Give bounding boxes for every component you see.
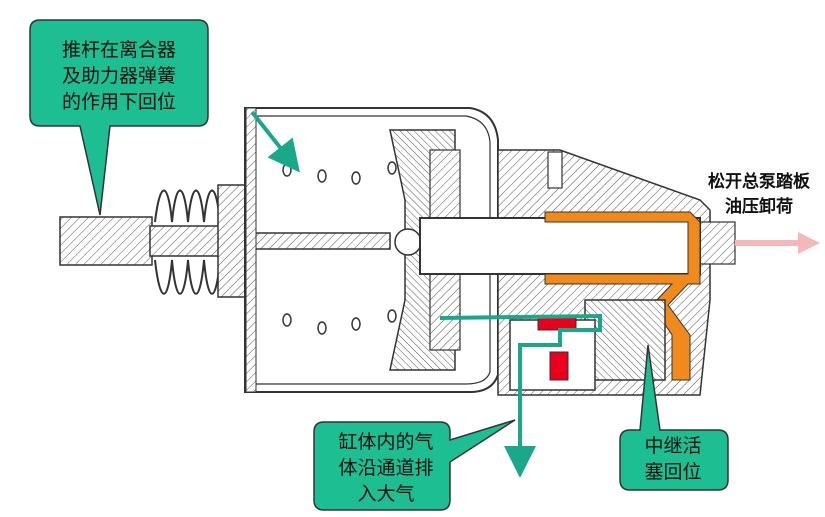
boot-spring-lower [154, 259, 221, 295]
output-shaft [419, 217, 701, 275]
callout-relay-piston-return: 中继活 塞回位 [644, 435, 702, 483]
callout-bubble-pushrod [29, 19, 209, 216]
oil-release-arrow [735, 232, 820, 254]
callout-bubble-exhaust [313, 419, 516, 511]
callout-bubble-relay [619, 344, 729, 491]
callout-pushrod-return: 推杆在离合器 及助力器弹簧 的作用下回位 [61, 39, 176, 113]
oil-chamber [544, 211, 701, 381]
rear-flange [217, 184, 247, 298]
boot-spring-upper [154, 189, 221, 223]
air-exhaust-path [250, 110, 602, 478]
push-rod [59, 216, 391, 266]
label-release-pedal: 松开总泵踏板 油压卸荷 [708, 172, 810, 217]
callout-air-exhaust: 缸体内的气 体沿通道排 入大气 [338, 431, 434, 505]
